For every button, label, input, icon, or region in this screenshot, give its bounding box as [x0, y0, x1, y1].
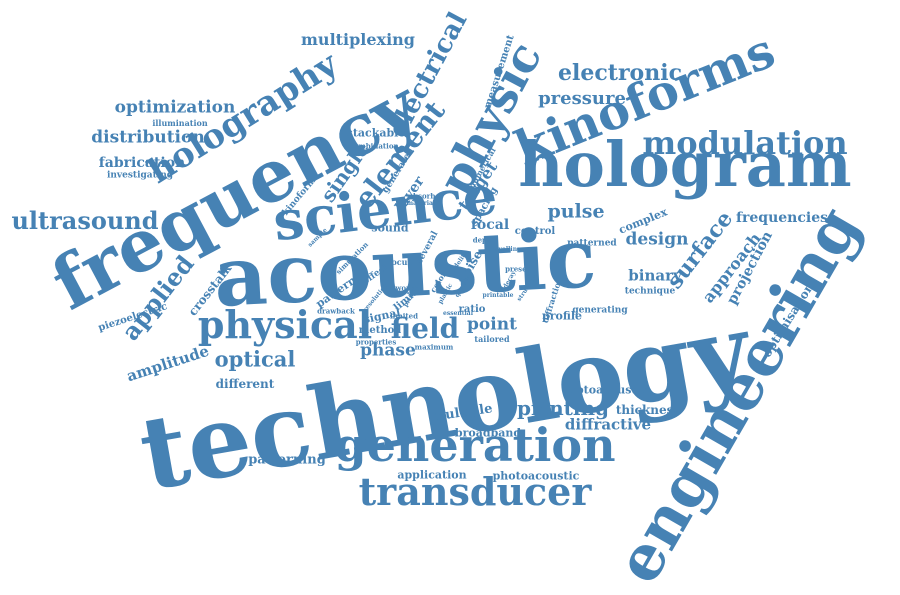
word-phase: phase: [360, 340, 416, 361]
word-hologram: hologram: [518, 128, 852, 201]
word-ratio: ratio: [458, 304, 486, 315]
word-diffractive: diffractive: [564, 415, 652, 434]
word-field: field: [390, 312, 460, 345]
word-generating: generating: [572, 305, 628, 316]
word-optimization: optimization: [114, 97, 236, 118]
word-distribution: distribution: [91, 127, 205, 148]
word-thickness: thickness: [615, 403, 681, 417]
word-control: control: [514, 226, 556, 237]
word-optical: optical: [214, 346, 296, 372]
word-application: application: [397, 468, 467, 482]
word-depth: depth: [472, 235, 496, 245]
word-electronic: electronic: [558, 60, 682, 86]
word-maximum: maximum: [414, 342, 454, 352]
word-properties: properties: [355, 337, 397, 347]
word-essential: essential: [443, 310, 473, 317]
word-material: material: [406, 200, 436, 207]
word-present: present: [505, 264, 535, 274]
word-photoacoustic: photoacoustic: [492, 469, 580, 483]
word-frequencies: frequencies: [736, 210, 828, 226]
word-illumination: illumination: [152, 118, 208, 128]
word-stackable: stackable: [346, 126, 406, 140]
word-amplitude: amplitude: [124, 341, 212, 386]
word-binary: binary: [628, 266, 682, 285]
word-drawback: drawback: [317, 306, 355, 316]
word-investigating: investigating: [106, 170, 174, 181]
word-focal: focal: [470, 217, 510, 233]
word-sound: sound: [371, 221, 409, 235]
word-focus: focus: [388, 257, 412, 267]
word-transducer: transducer: [358, 469, 592, 514]
word-printable: printable: [482, 292, 514, 299]
word-printing: printing: [516, 396, 610, 420]
word-patterning: patterning: [248, 452, 326, 468]
word-modulation: modulation: [642, 124, 848, 162]
word-absorber: absorber: [408, 191, 444, 201]
word-design: design: [625, 229, 689, 250]
word-travelling: travelling: [488, 246, 522, 253]
word-different: different: [215, 377, 275, 391]
word-point: point: [467, 314, 517, 335]
word-limited: limited: [390, 311, 418, 321]
word-pressure: pressure: [538, 88, 626, 109]
word-patterned: patterned: [567, 238, 617, 249]
word-ultrasound: ultrasound: [11, 206, 159, 235]
word-optoacoustic: optoacoustic: [568, 383, 648, 397]
word-work: work: [395, 283, 415, 293]
word-fabrication: fabrication: [98, 155, 186, 171]
word-pulse: pulse: [547, 200, 605, 223]
word-physical: physical: [197, 302, 373, 347]
word-profile: profile: [542, 309, 582, 323]
word-method: method: [358, 325, 402, 336]
word-broadband: broadband: [454, 426, 522, 440]
word-generation: generation: [334, 418, 616, 472]
word-technique: technique: [624, 286, 676, 297]
word-combination: combination: [349, 141, 399, 151]
word-tailored: tailored: [474, 334, 510, 344]
word-multiplexing: multiplexing: [301, 30, 415, 49]
